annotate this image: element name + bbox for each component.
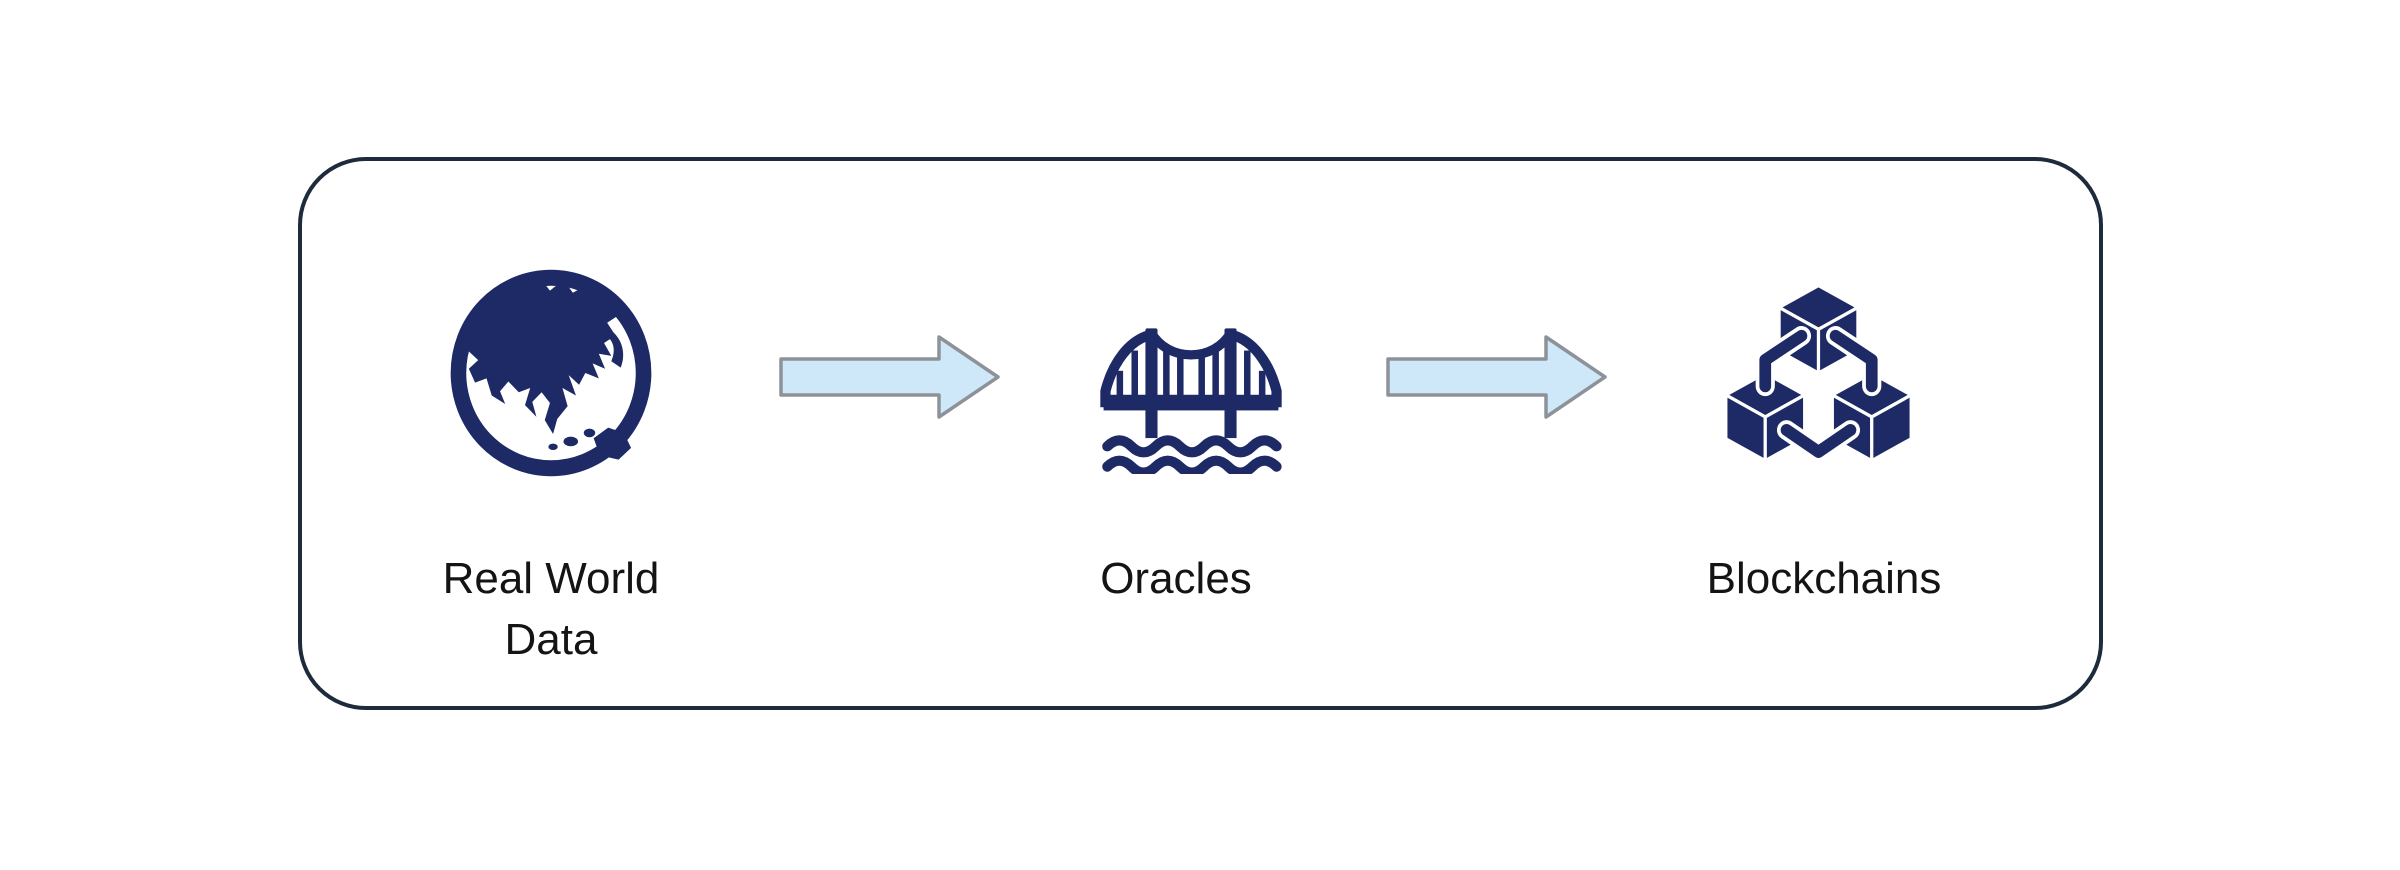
label-oracles: Oracles [1100,554,1252,603]
rounded-frame [298,157,2103,710]
label-real-world-data: Real World Data [443,548,660,670]
label-blockchains: Blockchains [1706,554,1942,603]
arrow-right-icon [1386,335,1607,419]
label-real-world-data-line2: Data [504,615,598,664]
globe-icon [450,269,652,477]
suspension-bridge-icon [1100,328,1282,474]
linked-cubes-icon [1724,283,1913,463]
label-real-world-data-line1: Real World [442,554,660,603]
arrow-right-icon [779,335,1000,419]
